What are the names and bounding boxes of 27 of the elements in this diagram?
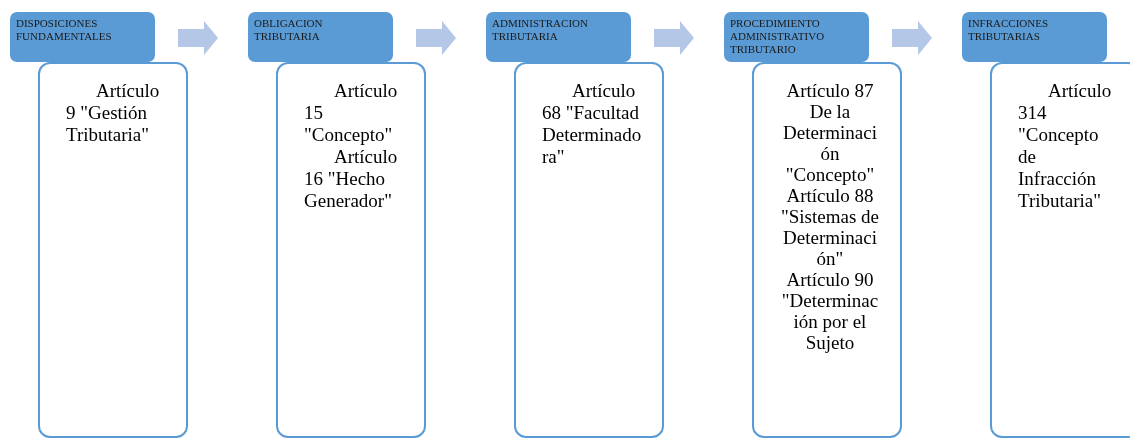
heading-text: PROCEDIMIENTO ADMINISTRATIVO TRIBUTARIO [730, 17, 826, 56]
arrow [892, 21, 932, 55]
heading-box [724, 12, 869, 62]
heading-box [962, 12, 1107, 62]
content-card [38, 62, 188, 438]
heading-text: ADMINISTRACION TRIBUTARIA [492, 17, 589, 43]
heading-box [248, 12, 393, 62]
article-text: Artículo 314 "Concepto de Infracción Tributaria" [1018, 80, 1113, 212]
content-card [514, 62, 664, 438]
article-text: Artículo 87 De la Determinación "Concepto" [782, 80, 878, 185]
heading-text: OBLIGACION TRIBUTARIA [254, 17, 324, 43]
article-text: Artículo 88 "Sistemas de Determinación" [780, 185, 880, 269]
heading-box [10, 12, 155, 62]
content-card [276, 62, 426, 438]
article-text: Artículo 9 "Gestión Tributaria" [66, 80, 161, 146]
article-text: Artículo 15 "Concepto" [304, 80, 399, 146]
content-card [752, 62, 902, 438]
arrow [416, 21, 456, 55]
heading-text: INFRACCIONES TRIBUTARIAS [968, 17, 1050, 43]
article-text: Artículo 16 "Hecho Generador" [304, 146, 399, 212]
content-card [990, 62, 1130, 438]
arrow [654, 21, 694, 55]
arrow [178, 21, 218, 55]
heading-text: DISPOSICIONES FUNDAMENTALES [16, 17, 113, 43]
article-text: Artículo 68 "Facultad Determinadora" [542, 80, 642, 168]
heading-box [486, 12, 631, 62]
article-text: Artículo 90 "Determinación por el Sujeto [780, 269, 880, 353]
